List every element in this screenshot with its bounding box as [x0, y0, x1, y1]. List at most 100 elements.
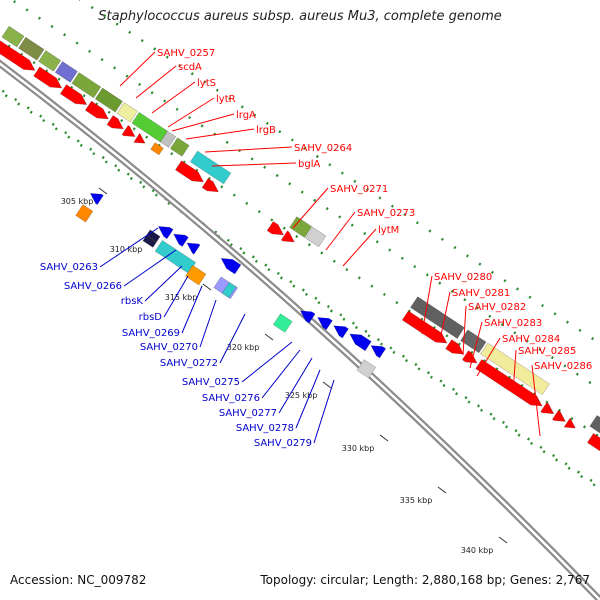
- forward-gene-label: SAHV_0285: [512, 346, 576, 394]
- reverse-cds-arrow-shape: [157, 226, 174, 240]
- reverse-gene-name: rbsK: [121, 296, 144, 307]
- forward-gene-label: lytS: [151, 78, 216, 114]
- forward-gene-name: SAHV_0280: [434, 272, 492, 283]
- accession-text: Accession: NC_009782: [10, 573, 147, 587]
- forward-gene-name: lytS: [197, 78, 216, 89]
- forward-category-block: [131, 111, 168, 143]
- label-leader-line: [99, 227, 159, 268]
- scale-tick: [264, 333, 274, 341]
- scale-tick: [322, 381, 332, 389]
- forward-gene-label: SAHV_0257: [119, 48, 215, 87]
- forward-gene-label: lytR: [167, 94, 236, 128]
- scale-tick-label: 330 kbp: [342, 444, 375, 453]
- forward-gene-label: SAHV_0281: [439, 288, 510, 341]
- scale-tick: [379, 434, 389, 442]
- forward-cds-arrow-shape: [33, 66, 63, 89]
- label-leader-line: [167, 97, 215, 128]
- forward-gene-label: SAHV_0271: [292, 184, 388, 229]
- forward-gene-name: bglA: [298, 159, 320, 170]
- label-leader-line: [476, 337, 501, 377]
- reverse-cds-arrow: [220, 258, 242, 275]
- forward-cds-arrow-shape: [84, 100, 109, 120]
- forward-cds-arrow: [586, 433, 600, 459]
- label-leader-line: [313, 379, 335, 444]
- label-leader-line: [211, 162, 297, 167]
- forward-cds-arrow: [280, 230, 295, 243]
- forward-cds-arrow-shape: [121, 124, 136, 137]
- forward-gene-name: lytM: [378, 225, 399, 236]
- forward-category-block-shape: [116, 101, 138, 123]
- reverse-gene-label: SAHV_0277: [219, 357, 313, 419]
- scale-tick: [498, 536, 508, 544]
- reverse-cds-arrow: [349, 333, 372, 352]
- forward-cds-arrow: [133, 132, 146, 144]
- reverse-gene-name: SAHV_0276: [202, 393, 260, 404]
- forward-category-block: [169, 137, 190, 157]
- reverse-cds-arrow: [186, 242, 201, 255]
- reverse-gene-label: SAHV_0266: [64, 249, 177, 292]
- forward-cds-arrow-shape: [266, 221, 285, 236]
- reverse-gene-name: SAHV_0269: [122, 328, 180, 339]
- scale-tick: [437, 486, 447, 494]
- forward-category-block-shape: [18, 36, 45, 61]
- reverse-gene-label: SAHV_0269: [122, 285, 203, 339]
- length-text: Length: 2,880,168 bp: [365, 573, 502, 587]
- forward-cds-arrow: [201, 177, 219, 193]
- reverse-gene-label: SAHV_0275: [182, 341, 293, 388]
- reverse-category-block-shape: [221, 281, 237, 299]
- label-leader-line: [278, 357, 313, 414]
- forward-category-block-shape: [460, 329, 487, 354]
- label-leader-line: [531, 364, 541, 437]
- forward-cds-arrow-shape: [174, 160, 204, 183]
- scale-tick-label: 325 kbp: [285, 391, 318, 400]
- forward-gene-name: SAHV_0273: [357, 208, 415, 219]
- reverse-cds-arrow-shape: [349, 333, 372, 352]
- label-leader-line: [135, 65, 177, 99]
- forward-cds-arrow: [84, 100, 109, 120]
- forward-cds-arrow-shape: [445, 339, 465, 355]
- label-leader-line: [295, 369, 321, 429]
- forward-gene-label: SAHV_0283: [469, 318, 542, 369]
- forward-cds-arrow-shape: [563, 417, 576, 429]
- reverse-cds-arrow: [370, 345, 387, 359]
- label-leader-line: [199, 299, 217, 348]
- forward-cds-arrow: [540, 402, 555, 415]
- forward-category-block: [71, 72, 102, 99]
- forward-category-block: [54, 61, 78, 83]
- forward-gene-name: SAHV_0283: [484, 318, 542, 329]
- forward-category-block-shape: [71, 72, 102, 99]
- genome-backbone-core: [0, 62, 600, 600]
- forward-category-block-shape: [169, 137, 190, 157]
- reverse-gene-label: SAHV_0279: [254, 379, 335, 449]
- label-leader-line: [123, 249, 177, 287]
- forward-gene-label: lrgB: [185, 125, 276, 140]
- reverse-gene-label: rbsK: [121, 265, 183, 307]
- forward-gene-label: scdA: [135, 62, 202, 99]
- reverse-cds-arrow-shape: [333, 325, 349, 339]
- ring-dotted-line: [78, 0, 600, 346]
- label-leader-line: [151, 81, 196, 114]
- reverse-gene-label: SAHV_0270: [140, 299, 217, 353]
- genes-text: Genes: 2,767: [502, 573, 590, 587]
- reverse-category-block-shape: [75, 204, 94, 223]
- forward-gene-name: SAHV_0271: [330, 184, 388, 195]
- scale-tick-label: 340 kbp: [461, 546, 494, 555]
- reverse-category-block: [272, 313, 293, 333]
- forward-cds-arrow-shape: [280, 230, 295, 243]
- forward-category-block-shape: [1, 25, 25, 48]
- label-leader-line: [325, 211, 356, 251]
- reverse-gene-label: SAHV_0276: [202, 349, 301, 404]
- forward-cds-arrow-shape: [586, 433, 600, 459]
- forward-cds-arrow-shape: [59, 84, 88, 105]
- forward-category-block: [159, 130, 177, 148]
- reverse-category-block-shape: [356, 359, 377, 379]
- label-leader-line: [163, 275, 189, 318]
- label-leader-line: [261, 349, 301, 399]
- label-leader-line: [219, 313, 246, 364]
- forward-gene-name: scdA: [178, 62, 202, 73]
- label-leader-line: [342, 228, 377, 267]
- forward-cds-arrow: [121, 124, 136, 137]
- forward-cds-arrow: [266, 221, 285, 236]
